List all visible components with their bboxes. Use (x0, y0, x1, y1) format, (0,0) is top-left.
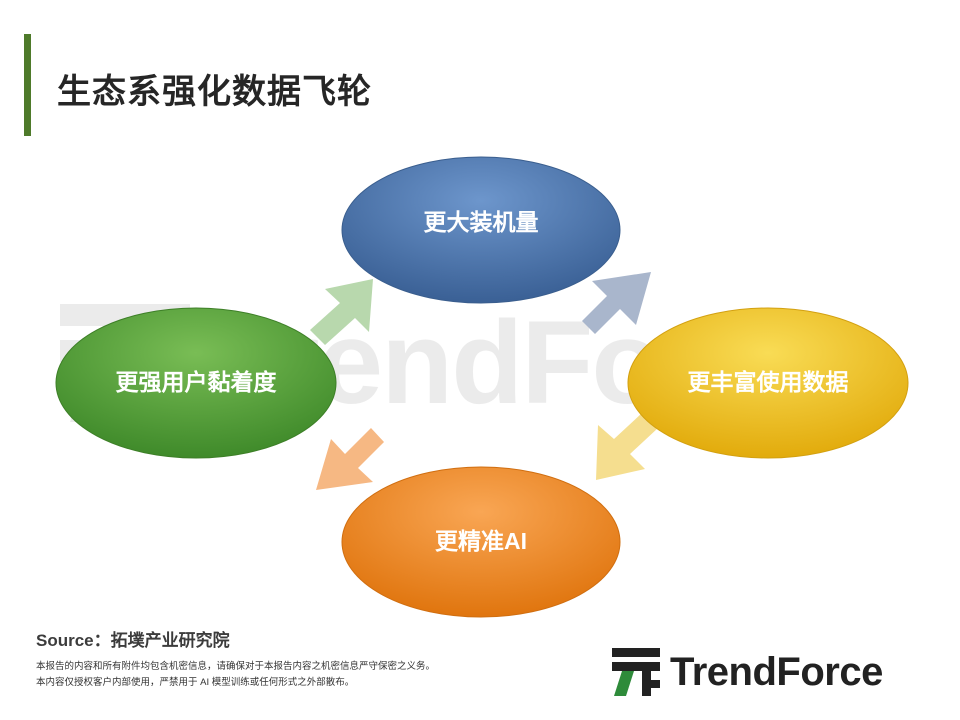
page-title: 生态系强化数据飞轮 (57, 73, 372, 111)
node-richer-data (627, 307, 909, 459)
arrow-large-installs-to-richer-data (582, 272, 651, 334)
arrow-richer-data-to-precise-ai (596, 413, 658, 480)
node-large-installs (341, 156, 621, 304)
arrow-precise-ai-to-stickiness (316, 428, 384, 490)
node-stickiness (55, 307, 337, 459)
node-label-precise-ai: 更精准AI (435, 528, 527, 554)
title-accent-bar (24, 34, 31, 136)
source-text: Source：拓墣产业研究院 (36, 631, 230, 650)
disclaimer-line-2: 本内容仅授权客户内部使用，严禁用于 AI 模型训练或任何形式之外部散布。 (36, 677, 355, 688)
arrow-stickiness-to-large-installs (310, 279, 373, 345)
trendforce-logo-icon (612, 648, 660, 696)
node-precise-ai (341, 466, 621, 618)
trendforce-logo: TrendForce (612, 646, 932, 698)
logo-text: TrendForce (670, 650, 883, 694)
node-label-richer-data: 更丰富使用数据 (687, 369, 849, 395)
node-label-large-installs: 更大装机量 (423, 209, 539, 235)
disclaimer-line-1: 本报告的内容和所有附件均包含机密信息，请确保对于本报告内容之机密信息严守保密之义… (36, 661, 436, 672)
node-label-stickiness: 更强用户黏着度 (115, 369, 277, 395)
